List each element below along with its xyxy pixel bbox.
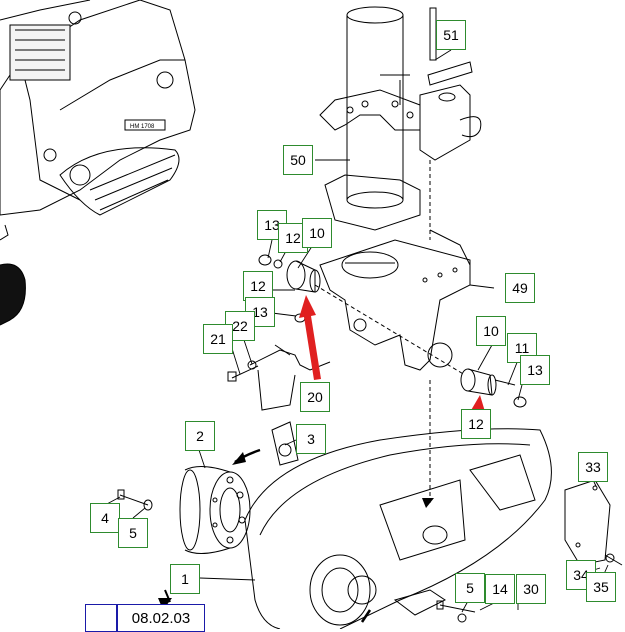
callout-51[interactable]: 51 [436,20,466,50]
reference-label[interactable]: 08.02.03 [117,604,205,632]
callout-3[interactable]: 3 [296,424,326,454]
callout-30[interactable]: 30 [516,574,546,604]
callout-35[interactable]: 35 [586,572,616,602]
bolt-part-21 [227,360,259,382]
callout-12-right[interactable]: 12 [461,409,491,439]
callout-5-left[interactable]: 5 [118,518,148,548]
svg-text:HM 1708: HM 1708 [130,124,155,130]
flange-right-part-10 [460,368,527,408]
callout-1[interactable]: 1 [170,564,200,594]
callout-50[interactable]: 50 [283,145,313,175]
callout-2[interactable]: 2 [185,421,215,451]
seal-part-3 [271,421,299,466]
callout-21[interactable]: 21 [203,324,233,354]
bolt-part-5-lower [436,600,476,623]
bracket-part-51 [419,7,482,161]
callout-12-mid[interactable]: 12 [243,271,273,301]
main-frame-part-49 [319,229,471,371]
callout-14[interactable]: 14 [485,574,515,604]
callout-20[interactable]: 20 [300,382,330,412]
plate-part-33 [564,479,623,566]
reference-tab [85,604,117,632]
callout-10-upper[interactable]: 10 [302,218,332,248]
callout-49[interactable]: 49 [505,273,535,303]
callout-13-right[interactable]: 13 [520,355,550,385]
machine-overview-illustration: HM 1708 [0,0,196,326]
callout-4[interactable]: 4 [90,503,120,533]
pillar-part-50 [319,6,421,231]
callout-33[interactable]: 33 [578,452,608,482]
track-chain [244,428,552,629]
gearbox-part-2 [179,466,251,554]
callout-5-bottom[interactable]: 5 [455,573,485,603]
flange-left-part-10 [258,254,321,323]
bolt-part-4 [117,489,153,511]
callout-10-right[interactable]: 10 [476,316,506,346]
